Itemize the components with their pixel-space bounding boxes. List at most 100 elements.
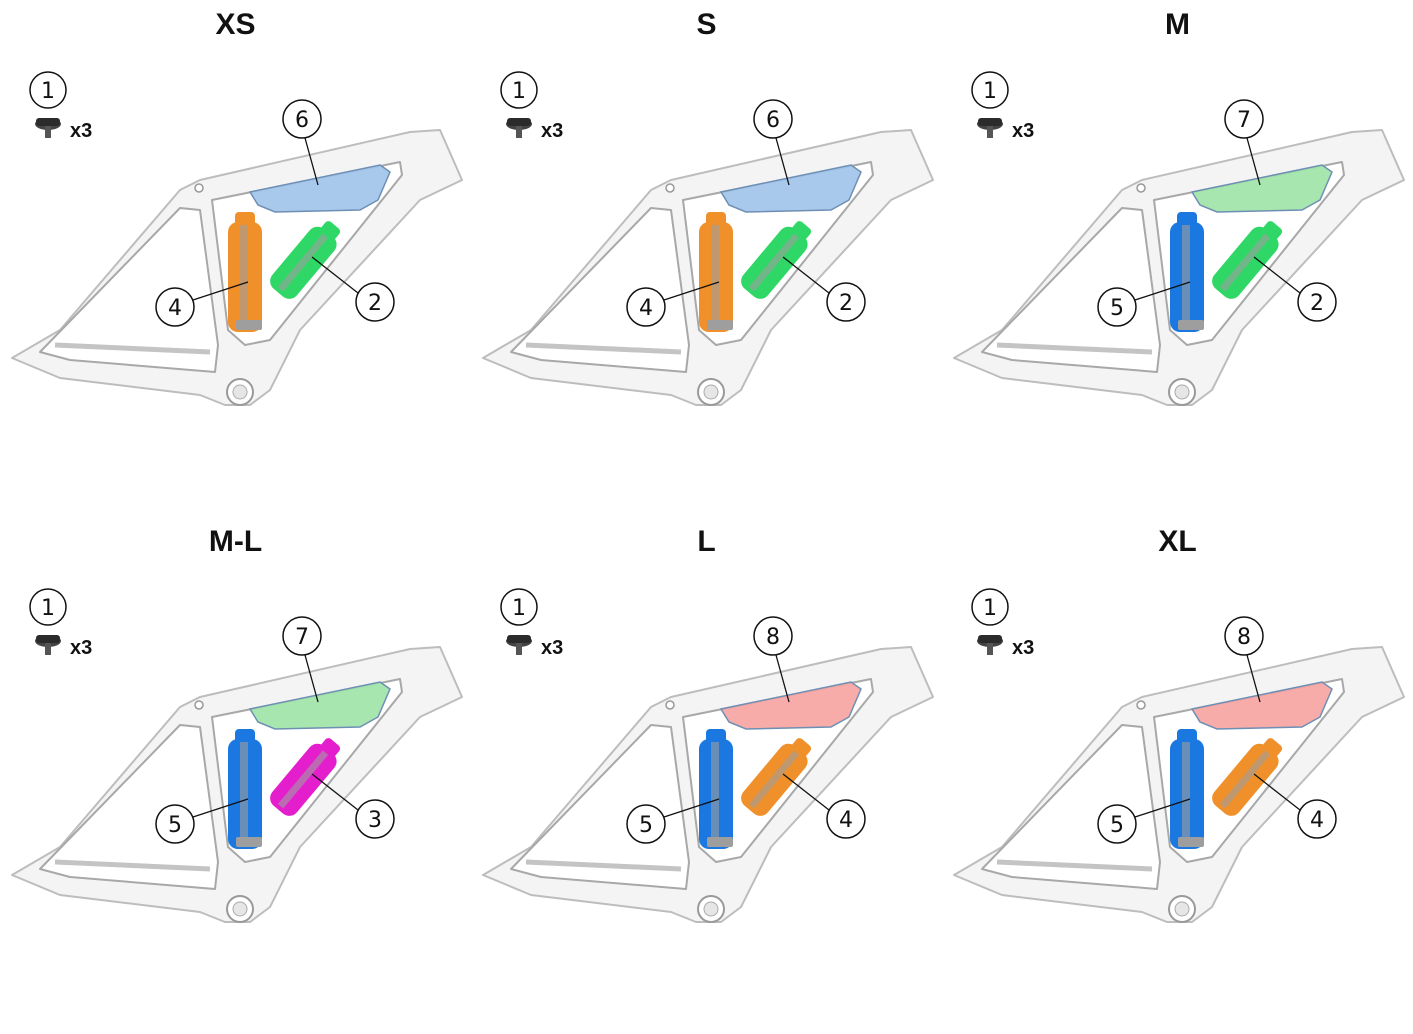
callout-bottle-a-number: 5 [168, 813, 182, 838]
callout-screw-circle [971, 588, 1009, 626]
callout-screw-number: 1 [41, 596, 55, 621]
bottom-bracket-inner [703, 901, 719, 917]
rear-triangle-opening [39, 724, 219, 890]
callout-bottle-b-circle [355, 282, 395, 322]
frame-bag [1190, 681, 1333, 730]
callout-bottle-b-number: 3 [368, 808, 382, 833]
screw-quantity: x3 [1012, 637, 1034, 659]
callout-bag-number: 8 [1237, 625, 1251, 650]
rear-triangle-opening [39, 207, 219, 373]
callout-bottle-a-leader [192, 798, 249, 818]
chainstay [525, 859, 682, 872]
callout-screw-circle [500, 588, 538, 626]
bottle-a-cage-bottom [707, 837, 733, 847]
frame-diagram: x3 1 6 4 2 [482, 71, 934, 406]
size-title: M-L [208, 525, 263, 558]
callout-screw-number: 1 [41, 79, 55, 104]
bottle-a-cap [706, 729, 726, 743]
callout-bottle-a-circle [155, 287, 195, 327]
screw-icon [506, 635, 532, 655]
screw-quantity: x3 [70, 120, 92, 142]
bottle-b-cap [791, 738, 812, 758]
bottle-a [1170, 729, 1204, 849]
chainstay [996, 342, 1153, 355]
callout-bag-leader [775, 137, 790, 186]
bottle-b [1212, 738, 1283, 816]
bottle-b-cage [277, 233, 329, 292]
screw-icon [977, 635, 1003, 655]
bottle-a-cage [1182, 742, 1190, 846]
frame-hole [194, 183, 204, 193]
callout-bottle-a-leader [663, 798, 720, 818]
callout-bottle-a-number: 5 [1110, 296, 1124, 321]
bottom-bracket-inner [232, 384, 248, 400]
callout-bottle-b-number: 2 [368, 291, 382, 316]
size-title: XS [215, 8, 256, 41]
callout-bottle-b-leader [1253, 773, 1301, 811]
callout-bottle-b-circle [826, 282, 866, 322]
size-panel-xl: XL [942, 517, 1413, 1034]
frame-hole [194, 700, 204, 710]
size-title: M [1165, 8, 1190, 41]
callout-bottle-b-leader [311, 773, 359, 811]
callout-screw-number: 1 [983, 596, 997, 621]
bottle-a-cage-bottom [707, 320, 733, 330]
callout-bag-circle [753, 99, 793, 139]
callout-bottle-a-circle [1097, 804, 1137, 844]
callout-bottle-b-number: 2 [839, 291, 853, 316]
bottle-a [228, 729, 262, 849]
size-panel-s: S [471, 0, 942, 517]
bottle-a-cage [240, 225, 248, 329]
callout-bottle-a-circle [626, 287, 666, 327]
callout-bag-number: 8 [766, 625, 780, 650]
frame-bag [719, 681, 862, 730]
bottle-a-cage [1182, 225, 1190, 329]
callout-bottle-b-number: 4 [1310, 808, 1324, 833]
bottle-b [1212, 221, 1283, 299]
bottle-b-cage [1219, 233, 1271, 292]
size-panel-xs: XS [0, 0, 471, 517]
chainstay [525, 342, 682, 355]
callout-bag-number: 6 [766, 108, 780, 133]
bottle-b-cage [748, 233, 800, 292]
size-panel-l: L [471, 517, 942, 1034]
screw-quantity: x3 [1012, 120, 1034, 142]
callout-bag-leader [775, 654, 790, 703]
frame-diagram: x3 1 7 5 3 [11, 588, 463, 923]
frame-diagram: x3 1 8 5 4 [953, 588, 1405, 923]
callout-bottle-b-leader [782, 773, 830, 811]
frame-bag [248, 164, 391, 213]
bottle-a-cage-bottom [236, 320, 262, 330]
callout-bottle-b-circle [355, 799, 395, 839]
chainstay [996, 859, 1153, 872]
bottle-a-cage-bottom [1178, 837, 1204, 847]
callout-bottle-a-number: 4 [168, 296, 182, 321]
bottle-b [741, 221, 812, 299]
frame-bag [248, 681, 391, 730]
bottom-bracket-inner [1174, 901, 1190, 917]
size-panel-m-l: M-L [0, 517, 471, 1034]
screw-quantity: x3 [541, 637, 563, 659]
bottle-a-cage [711, 225, 719, 329]
callout-bag-circle [282, 99, 322, 139]
bottle-b-cap [1262, 221, 1283, 241]
bottle-b-cage [1219, 750, 1271, 809]
frame-bag [1190, 164, 1333, 213]
screw-icon [35, 635, 61, 655]
callout-bag-circle [282, 616, 322, 656]
bottle-b-cage [277, 750, 329, 809]
size-title: XL [1158, 525, 1197, 558]
callout-bottle-a-number: 5 [639, 813, 653, 838]
bottom-bracket-inner [232, 901, 248, 917]
callout-screw-number: 1 [512, 596, 526, 621]
screw-quantity: x3 [541, 120, 563, 142]
bottle-a [228, 212, 262, 332]
frame-diagram: x3 1 8 5 4 [482, 588, 934, 923]
callout-bottle-b-circle [1297, 799, 1337, 839]
callout-bottle-a-leader [1134, 798, 1191, 818]
rear-triangle-opening [510, 207, 690, 373]
bottle-a-cap [235, 212, 255, 226]
frame-hole [1136, 700, 1146, 710]
bottle-b-cap [320, 738, 341, 758]
callout-bottle-a-number: 4 [639, 296, 653, 321]
